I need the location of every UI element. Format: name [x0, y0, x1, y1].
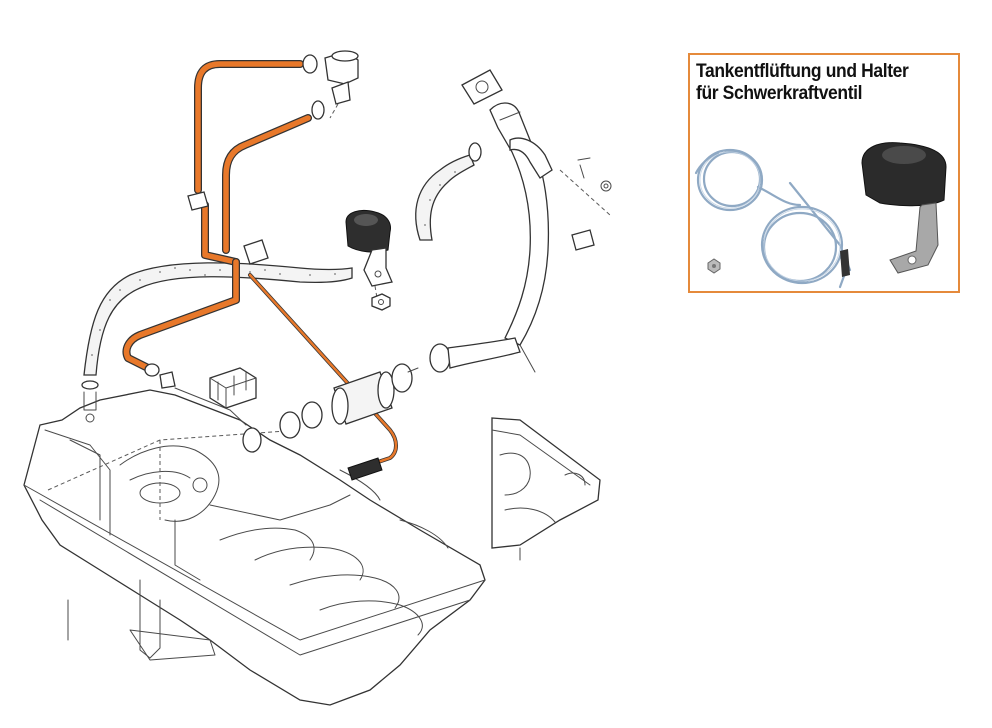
inset-product-photo: [694, 142, 947, 289]
nut-icon: [707, 258, 721, 274]
fuel-tank-detail-icon: [491, 417, 601, 561]
product-inset: Tankentflüftung und Halter für Schwerkra…: [688, 53, 960, 293]
inset-title-line-2: für Schwerkraftventil: [696, 83, 863, 104]
fuel-tank-icon: [23, 389, 486, 706]
filler-flange-icon: [559, 157, 612, 251]
gravity-valve-icon: [302, 50, 359, 120]
nut-icon: [371, 293, 391, 311]
inset-title: Tankentflüftung und Halter für Schwerkra…: [696, 61, 932, 105]
filler-hose-icon: [415, 142, 482, 241]
orange-vent-hose-icon: [122, 60, 398, 481]
bracket-icon: [861, 142, 947, 274]
inset-title-line-1: Tankentflüftung und Halter: [696, 61, 909, 82]
bracket-icon: [345, 209, 393, 299]
hose-clamp-icon: [242, 363, 419, 453]
junction-block-icon: [209, 367, 257, 409]
filler-neck-icon: [429, 69, 553, 373]
vent-hose-icon: [81, 262, 353, 423]
hose-clip-icon: [144, 191, 269, 426]
